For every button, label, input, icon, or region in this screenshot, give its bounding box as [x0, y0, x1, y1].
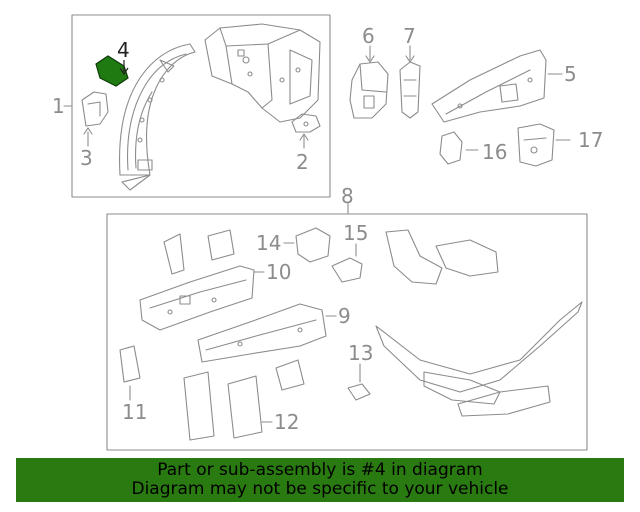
callout-11: 11: [122, 400, 148, 424]
part-4-highlighted: [95, 55, 129, 87]
callout-10: 10: [266, 260, 292, 284]
part-9-member: [197, 303, 337, 363]
callout-7: 7: [403, 24, 416, 48]
callout-6: 6: [362, 24, 375, 48]
misc-brackets-bottom: [275, 359, 305, 391]
misc-brackets-top: [163, 229, 235, 275]
callout-13: 13: [348, 341, 374, 365]
part-notice-banner: Part or sub-assembly is #4 in diagram Di…: [16, 458, 624, 502]
callout-14: 14: [256, 231, 282, 255]
banner-line-part: Part or sub-assembly is #4 in diagram: [157, 460, 483, 480]
callout-8: 8: [341, 184, 354, 208]
part-5-rail: [431, 49, 563, 123]
group-box-1: [71, 14, 331, 198]
part-14-bracket: [283, 227, 331, 263]
part-12-pillar: [183, 371, 273, 441]
part-1-wheelhouse: [119, 43, 196, 191]
part-16-bracket: [439, 131, 479, 165]
callout-9: 9: [338, 304, 351, 328]
part-11-bracket: [119, 345, 141, 401]
misc-panels-right: [375, 229, 583, 417]
callout-2: 2: [296, 150, 309, 174]
part-7-brace: [399, 45, 421, 119]
part-1-apron: [204, 23, 321, 123]
part-10-member: [139, 265, 265, 331]
part-15-bracket: [331, 243, 363, 283]
banner-line-disclaimer: Diagram may not be specific to your vehi…: [131, 479, 509, 499]
callout-17: 17: [578, 128, 604, 152]
callout-15: 15: [343, 221, 369, 245]
group-box-8: [106, 213, 588, 451]
part-2-bracket: [291, 113, 321, 149]
callout-4: 4: [117, 38, 130, 62]
callout-5: 5: [564, 62, 577, 86]
callout-16: 16: [482, 140, 508, 164]
part-6-panel: [349, 45, 389, 119]
part-17-bracket: [517, 123, 571, 167]
callout-1: 1: [52, 94, 65, 118]
callout-3: 3: [80, 146, 93, 170]
callout-12: 12: [274, 410, 300, 434]
part-3-bracket: [81, 91, 109, 147]
part-13-stud: [347, 363, 371, 401]
